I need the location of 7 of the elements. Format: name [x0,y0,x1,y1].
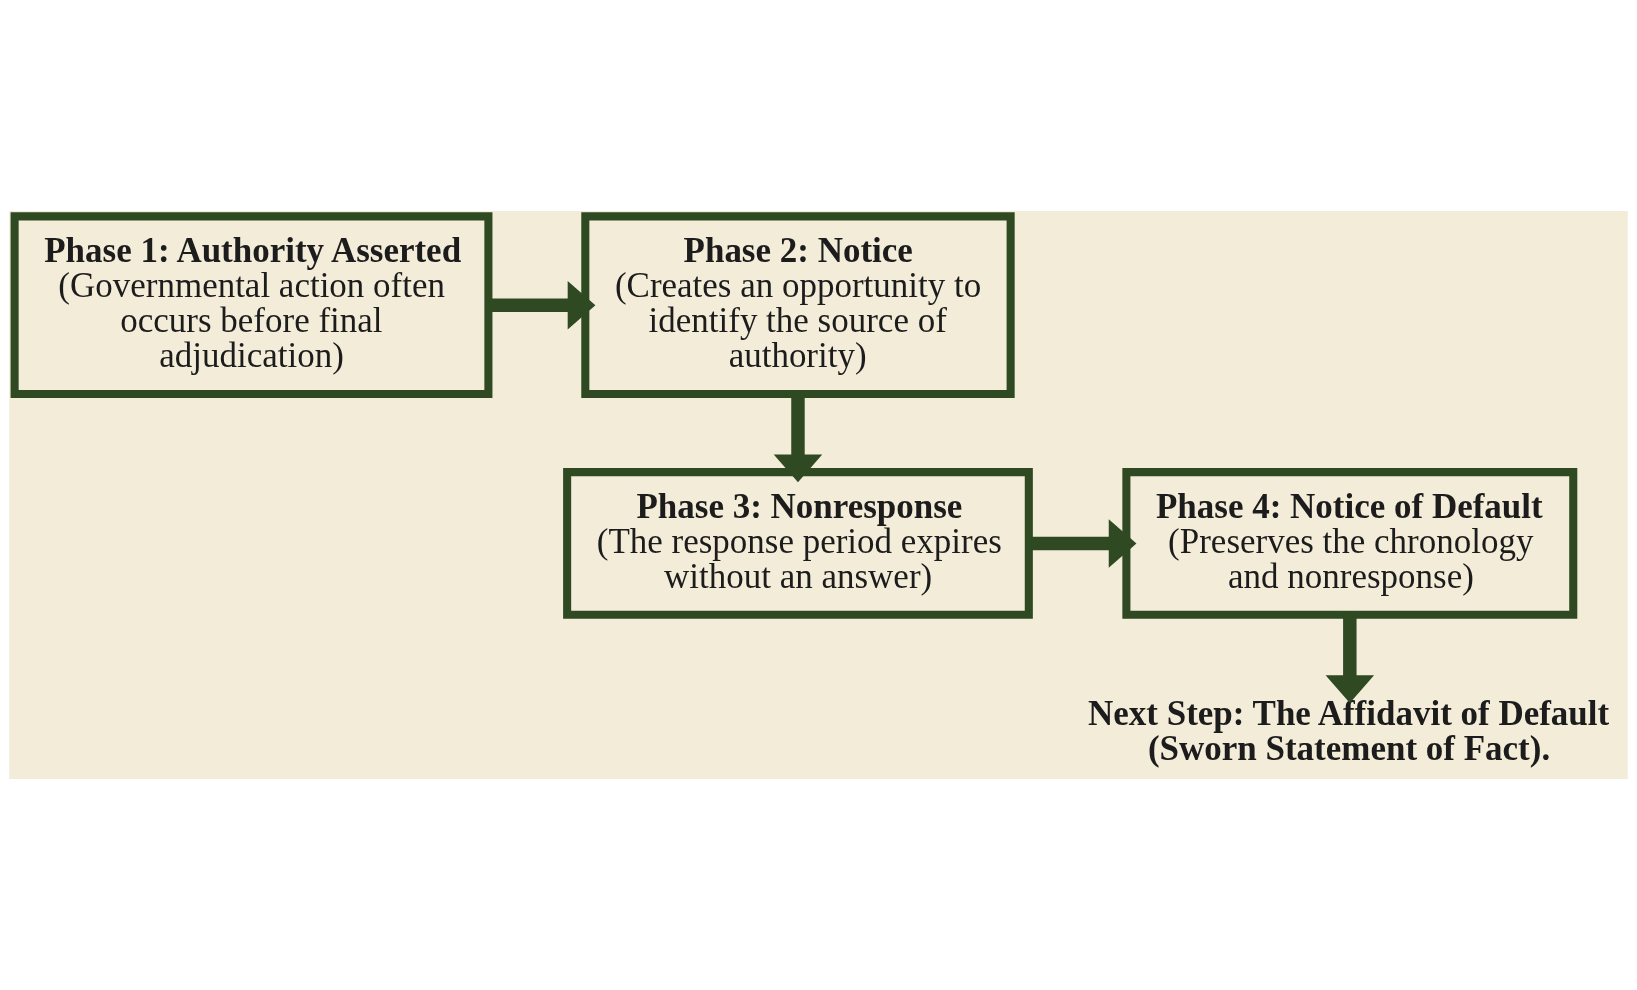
node-text: Next Step: The Affidavit of Default (Sworn Statement of Fact). [1088,693,1610,768]
arrow [1325,615,1375,704]
node-box: Phase 1: Authority Asserted (Governmental action often occurs before final adjudication) [10,212,493,399]
node-box: Phase 3: Nonresponse (The response period expires without an answer) [563,468,1033,619]
node-box: Phase 2: Notice (Creates an opportunity to identify the source of authority) [581,212,1015,399]
arrow [1029,519,1137,568]
node-box: Phase 4: Notice of Default (Preserves the chronology and nonresponse) [1122,468,1578,619]
